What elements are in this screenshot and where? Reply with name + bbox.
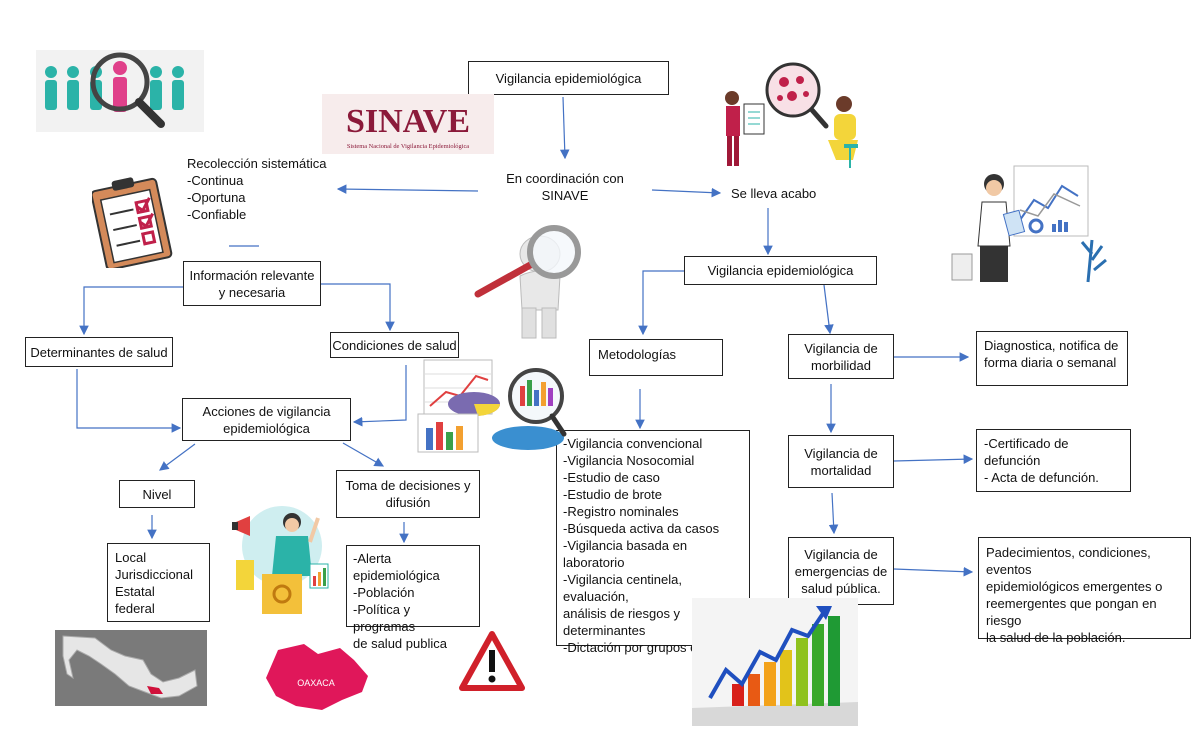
node-diagnostica: Diagnostica, notifica de forma diaria o …	[976, 331, 1128, 386]
arrow-condiciones-acciones	[352, 365, 407, 427]
arrow-acciones-toma	[342, 442, 385, 467]
node-certificado: -Certificado de defunción - Acta de defu…	[976, 429, 1131, 492]
node-se-lleva-acabo: Se lleva acabo	[731, 185, 831, 203]
node-coordinacion: En coordinación con SINAVE	[485, 168, 645, 206]
arrow-vig2-metodologias	[638, 270, 685, 336]
node-informacion: Información relevante y necesaria	[183, 261, 321, 306]
people-magnifier-icon	[36, 50, 204, 132]
analyst-charts-icon	[951, 165, 1107, 283]
warning-sign-icon	[459, 631, 525, 691]
figure-magnifier-icon	[474, 225, 581, 339]
arrow-coord-sellevaacabo	[651, 187, 722, 198]
researchers-virus-icon	[725, 62, 858, 168]
arrow-info-determinantes	[79, 286, 184, 336]
node-determinantes: Determinantes de salud	[25, 337, 173, 367]
node-condiciones: Condiciones de salud	[330, 332, 459, 358]
arrow-info-condiciones	[320, 283, 395, 332]
oaxaca-map-icon: OAXACA	[266, 644, 368, 710]
clipboard-checklist-icon	[92, 177, 173, 268]
charts-collage-icon	[417, 359, 567, 453]
growth-bar-chart-icon	[692, 598, 858, 726]
sinave-logo-subtitle: Sistema Nacional de Vigilancia Epidemiol…	[347, 143, 469, 150]
arrow-vig2-morbilidad	[823, 284, 834, 335]
node-alerta-list: -Alerta epidemiológica -Población -Polít…	[346, 545, 480, 651]
node-vigilancia-2: Vigilancia epidemiológica	[684, 256, 877, 285]
sinave-logo: SINAVE Sistema Nacional de Vigilancia Ep…	[322, 94, 494, 154]
arrow-root-coord	[559, 96, 570, 160]
node-padecimientos: Padecimientos, condiciones, eventos epid…	[978, 537, 1191, 645]
oaxaca-label: OAXACA	[297, 678, 335, 688]
node-emergencias: Vigilancia de emergencias de salud públi…	[788, 537, 894, 605]
node-acciones: Acciones de vigilancia epidemiológica	[182, 398, 351, 441]
node-niveles-list: Local Jurisdiccional Estatal federal	[107, 543, 210, 622]
arrow-acciones-nivel	[159, 443, 196, 471]
arrow-mortalidad-emergencias	[828, 492, 839, 535]
arrow-emergencias-padecimientos	[893, 566, 974, 577]
node-mortalidad: Vigilancia de mortalidad	[788, 435, 894, 488]
node-morbilidad: Vigilancia de morbilidad	[788, 334, 894, 379]
node-root: Vigilancia epidemiológica	[468, 61, 669, 95]
mexico-map-icon	[55, 630, 207, 706]
node-nivel: Nivel	[119, 480, 195, 508]
sinave-logo-text: SINAVE	[346, 103, 470, 140]
speaker-announcement-icon	[232, 506, 329, 614]
arrow-determinantes-acciones	[76, 369, 182, 433]
arrow-mortalidad-certificado	[893, 454, 974, 465]
node-toma-decisiones: Toma de decisiones y difusión	[336, 470, 480, 518]
arrow-coord-recoleccion	[336, 184, 479, 194]
node-recoleccion: Recolección sistemática -Continua -Oport…	[187, 155, 337, 227]
node-metodologias: Metodologías	[589, 339, 723, 376]
